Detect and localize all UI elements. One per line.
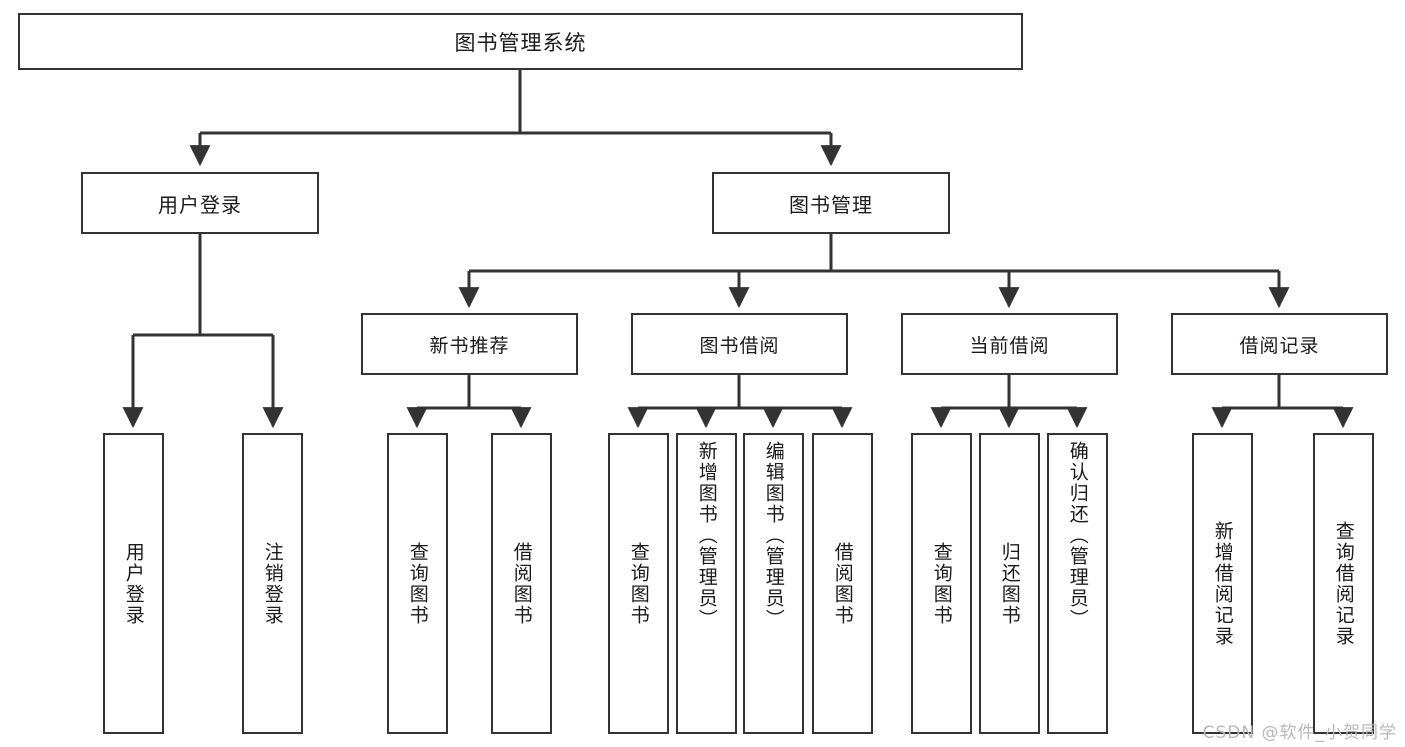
node-leaf-query-borrow-record-label: 查询借阅记录: [1332, 520, 1355, 647]
node-leaf-logout-login-label: 注销登录: [261, 541, 284, 626]
node-leaf-add-book-admin[interactable]: 新增图书（管理员）: [676, 433, 737, 734]
node-book-borrow[interactable]: 图书借阅: [631, 313, 848, 375]
node-root[interactable]: 图书管理系统: [18, 13, 1023, 70]
node-leaf-edit-book-admin[interactable]: 编辑图书（管理员）: [743, 433, 804, 734]
node-borrow-record-label: 借阅记录: [1239, 334, 1320, 357]
node-root-label: 图书管理系统: [454, 30, 587, 55]
node-leaf-query-book-2[interactable]: 查询图书: [608, 433, 669, 734]
node-new-book-recommend[interactable]: 新书推荐: [361, 313, 578, 375]
node-user-login-label: 用户登录: [158, 192, 242, 217]
node-leaf-query-book-1[interactable]: 查询图书: [387, 433, 448, 734]
node-leaf-query-book-3-label: 查询图书: [930, 541, 953, 626]
node-leaf-return-book[interactable]: 归还图书: [979, 433, 1040, 734]
node-leaf-query-book-3[interactable]: 查询图书: [911, 433, 972, 734]
node-leaf-logout-login[interactable]: 注销登录: [242, 433, 303, 734]
node-leaf-add-book-admin-label: 新增图书（管理员）: [695, 441, 718, 630]
node-leaf-borrow-book-1-label: 借阅图书: [510, 541, 533, 626]
node-leaf-query-book-2-label: 查询图书: [627, 541, 650, 626]
node-leaf-user-login-label: 用户登录: [122, 541, 145, 626]
node-current-borrow-label: 当前借阅: [969, 334, 1050, 357]
node-new-book-recommend-label: 新书推荐: [429, 334, 510, 357]
node-user-login[interactable]: 用户登录: [81, 172, 319, 234]
node-leaf-borrow-book-2[interactable]: 借阅图书: [812, 433, 873, 734]
node-leaf-confirm-return-admin-label: 确认归还（管理员）: [1066, 441, 1089, 630]
node-book-management[interactable]: 图书管理: [712, 172, 950, 234]
node-leaf-user-login[interactable]: 用户登录: [103, 433, 164, 734]
node-leaf-edit-book-admin-label: 编辑图书（管理员）: [762, 441, 785, 630]
node-leaf-add-borrow-record-label: 新增借阅记录: [1211, 520, 1234, 647]
node-borrow-record[interactable]: 借阅记录: [1171, 313, 1388, 375]
node-book-management-label: 图书管理: [789, 192, 873, 217]
node-current-borrow[interactable]: 当前借阅: [901, 313, 1118, 375]
node-leaf-query-borrow-record[interactable]: 查询借阅记录: [1313, 433, 1374, 734]
node-leaf-confirm-return-admin[interactable]: 确认归还（管理员）: [1047, 433, 1108, 734]
node-leaf-borrow-book-1[interactable]: 借阅图书: [491, 433, 552, 734]
node-leaf-return-book-label: 归还图书: [998, 541, 1021, 626]
node-leaf-query-book-1-label: 查询图书: [406, 541, 429, 626]
node-book-borrow-label: 图书借阅: [699, 334, 780, 357]
node-leaf-borrow-book-2-label: 借阅图书: [831, 541, 854, 626]
node-leaf-add-borrow-record[interactable]: 新增借阅记录: [1192, 433, 1253, 734]
